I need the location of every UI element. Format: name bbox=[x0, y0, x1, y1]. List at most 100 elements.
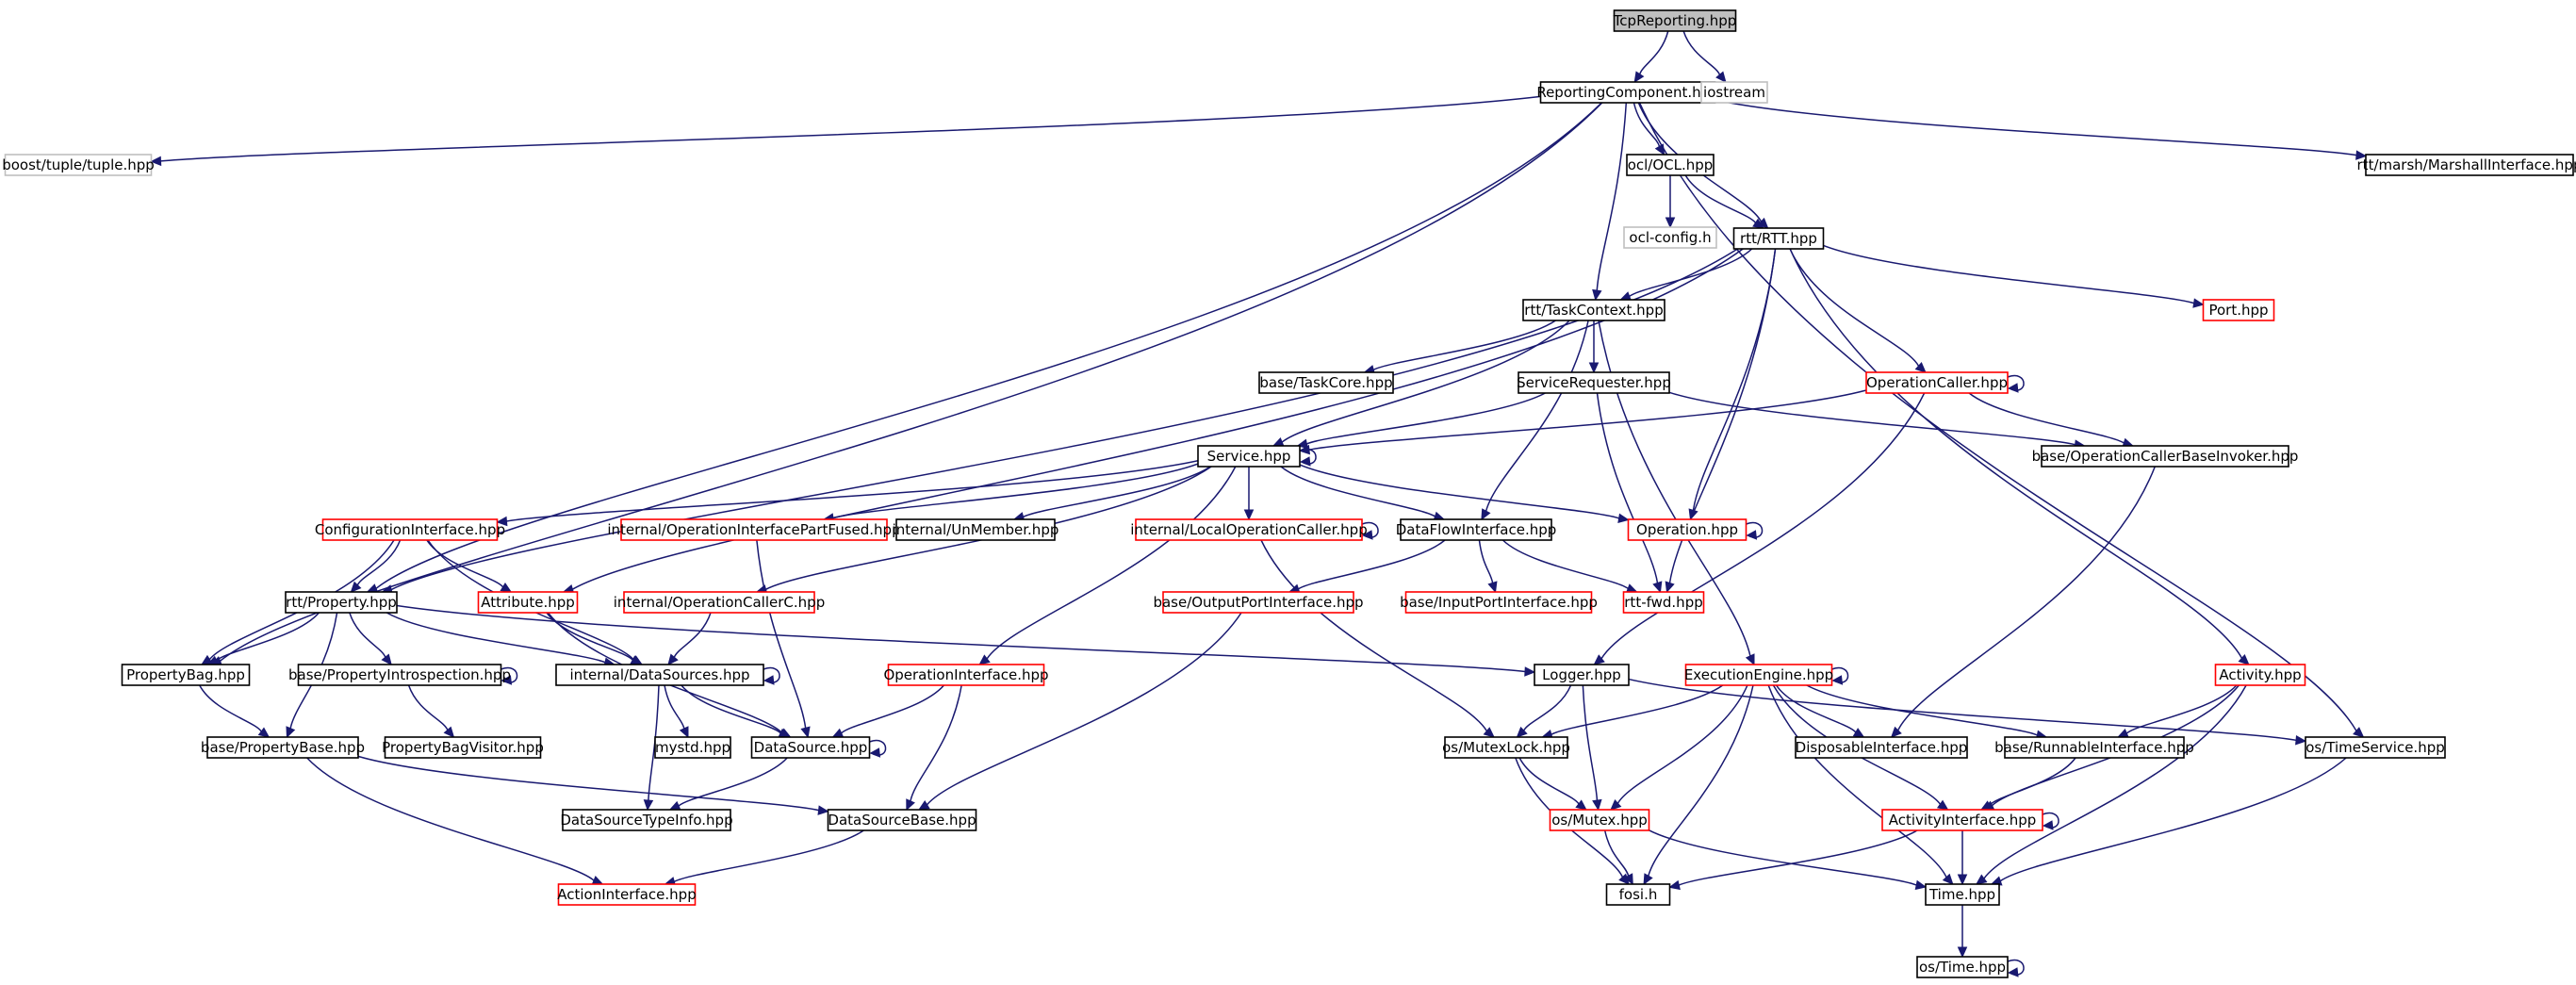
node-actioninterface[interactable]: ActionInterface.hpp bbox=[557, 883, 697, 906]
node-label: DataSourceBase.hpp bbox=[828, 812, 976, 829]
node-disposable[interactable]: DisposableInterface.hpp bbox=[1795, 736, 1968, 759]
node-box bbox=[562, 809, 731, 831]
node-opcallerc[interactable]: internal/OperationCallerC.hpp bbox=[614, 591, 825, 614]
node-box bbox=[2004, 736, 2185, 759]
node-label: DataSource.hpp bbox=[754, 739, 868, 756]
node-label: internal/OperationCallerC.hpp bbox=[614, 594, 825, 611]
node-ocbaseinvoker[interactable]: base/OperationCallerBaseInvoker.hpp bbox=[2032, 445, 2299, 468]
edge-executionengine-to-activityinterface bbox=[1772, 684, 1949, 811]
edge-reportingcomponent-to-marshall bbox=[1715, 99, 2368, 160]
node-mutex[interactable]: os/Mutex.hpp bbox=[1549, 809, 1650, 831]
node-label: DataFlowInterface.hpp bbox=[1396, 521, 1557, 538]
node-unmember[interactable]: internal/UnMember.hpp bbox=[893, 518, 1059, 541]
node-opinterface[interactable]: OperationInterface.hpp bbox=[883, 664, 1049, 686]
edge-ocl-to-oclconfig bbox=[1665, 175, 1676, 229]
node-configinterface[interactable]: ConfigurationInterface.hpp bbox=[315, 518, 505, 541]
node-box bbox=[1622, 591, 1705, 614]
node-port[interactable]: Port.hpp bbox=[2202, 299, 2275, 321]
node-taskcontext[interactable]: rtt/TaskContext.hpp bbox=[1522, 299, 1665, 321]
node-box bbox=[285, 591, 398, 614]
node-outputport[interactable]: base/OutputPortInterface.hpp bbox=[1153, 591, 1364, 614]
node-rtt[interactable]: rtt/RTT.hpp bbox=[1732, 227, 1825, 250]
node-box bbox=[297, 664, 502, 686]
edge-service-to-opinterface bbox=[978, 466, 1237, 665]
node-tcpreporting[interactable]: TcpReporting.hpp bbox=[1613, 9, 1737, 32]
node-dataflowinterface[interactable]: DataFlowInterface.hpp bbox=[1396, 518, 1557, 541]
node-box bbox=[654, 736, 731, 759]
node-rttproperty[interactable]: rtt/Property.hpp bbox=[285, 591, 398, 614]
edge-activityinterface-to-fosi bbox=[1668, 829, 1918, 891]
node-activity[interactable]: Activity.hpp bbox=[2214, 664, 2306, 686]
edge-dataflowinterface-to-rttfwd bbox=[1501, 539, 1638, 594]
node-box bbox=[1518, 371, 1670, 394]
node-fosi[interactable]: fosi.h bbox=[1605, 883, 1671, 906]
edge-rttproperty-to-propertybag bbox=[206, 612, 320, 665]
node-label: base/OperationCallerBaseInvoker.hpp bbox=[2032, 448, 2299, 465]
node-opifacepartfused[interactable]: internal/OperationInterfacePartFused.hpp bbox=[607, 518, 901, 541]
edge-service-to-operation bbox=[1299, 464, 1630, 523]
node-label: Port.hpp bbox=[2208, 302, 2268, 319]
node-boost_tuple[interactable]: boost/tuple/tuple.hpp bbox=[2, 154, 155, 176]
node-service[interactable]: Service.hpp bbox=[1197, 445, 1301, 468]
node-inputport[interactable]: base/InputPortInterface.hpp bbox=[1400, 591, 1598, 614]
node-timeservice[interactable]: os/TimeService.hpp bbox=[2305, 736, 2446, 759]
node-datasourcebase[interactable]: DataSourceBase.hpp bbox=[827, 809, 977, 831]
edge-datasourcebase-to-actioninterface bbox=[664, 829, 864, 887]
node-label: iostream bbox=[1703, 84, 1765, 101]
node-operation[interactable]: Operation.hpp bbox=[1627, 518, 1747, 541]
node-oclconfig[interactable]: ocl-config.h bbox=[1623, 226, 1717, 249]
node-box bbox=[2202, 299, 2275, 321]
edge-activityinterface-to-time bbox=[1957, 830, 1968, 886]
node-label: PropertyBagVisitor.hpp bbox=[382, 739, 544, 756]
node-label: base/RunnableInterface.hpp bbox=[1994, 739, 2194, 756]
node-dstypeinfo[interactable]: DataSourceTypeInfo.hpp bbox=[560, 809, 733, 831]
node-ostime[interactable]: os/Time.hpp bbox=[1916, 956, 2009, 978]
edge-datasources-to-dstypeinfo bbox=[643, 684, 660, 812]
node-localopcaller[interactable]: internal/LocalOperationCaller.hpp bbox=[1130, 518, 1368, 541]
edge-propertybag-to-propertybase bbox=[199, 684, 271, 738]
node-marshall[interactable]: rtt/marsh/MarshallInterface.hpp bbox=[2357, 154, 2576, 176]
node-box bbox=[827, 809, 977, 831]
edge-localopcaller-to-localopcaller bbox=[1361, 521, 1379, 540]
node-attribute[interactable]: Attribute.hpp bbox=[477, 591, 579, 614]
edge-logger-to-mutex bbox=[1582, 684, 1602, 812]
node-iostream[interactable]: iostream bbox=[1700, 81, 1768, 104]
node-propintrospection[interactable]: base/PropertyIntrospection.hpp bbox=[288, 664, 511, 686]
node-reportingcomponent[interactable]: ReportingComponent.hpp bbox=[1536, 81, 1719, 104]
node-runnable[interactable]: base/RunnableInterface.hpp bbox=[1994, 736, 2194, 759]
node-operationcaller[interactable]: OperationCaller.hpp bbox=[1865, 371, 2009, 394]
edge-configinterface-to-attribute bbox=[426, 539, 513, 593]
node-label: rtt/Property.hpp bbox=[286, 594, 397, 611]
node-box bbox=[1865, 371, 2009, 394]
node-servicerequester[interactable]: ServiceRequester.hpp bbox=[1517, 371, 1671, 394]
edge-executionengine-to-disposable bbox=[1775, 684, 1865, 738]
node-rttfwd[interactable]: rtt-fwd.hpp bbox=[1622, 591, 1705, 614]
node-label: os/Mutex.hpp bbox=[1551, 812, 1648, 829]
node-box bbox=[321, 518, 499, 541]
node-propbagvisitor[interactable]: PropertyBagVisitor.hpp bbox=[382, 736, 544, 759]
node-box bbox=[2041, 445, 2289, 468]
edge-service-to-dataflowinterface bbox=[1280, 466, 1446, 521]
edge-rtt-to-rttfwd bbox=[1665, 248, 1777, 594]
node-time[interactable]: Time.hpp bbox=[1925, 883, 2000, 906]
node-logger[interactable]: Logger.hpp bbox=[1534, 664, 1630, 686]
node-propertybase[interactable]: base/PropertyBase.hpp bbox=[201, 736, 365, 759]
node-mystd[interactable]: mystd.hpp bbox=[654, 736, 731, 759]
node-label: Time.hpp bbox=[1928, 886, 1995, 903]
node-executionengine[interactable]: ExecutionEngine.hpp bbox=[1684, 664, 1833, 686]
node-activityinterface[interactable]: ActivityInterface.hpp bbox=[1881, 809, 2043, 831]
node-box bbox=[2305, 736, 2446, 759]
edge-datasources-to-mystd bbox=[664, 684, 689, 739]
node-propertybag[interactable]: PropertyBag.hpp bbox=[121, 664, 251, 686]
node-label: boost/tuple/tuple.hpp bbox=[2, 156, 155, 173]
node-box bbox=[623, 591, 815, 614]
edge-tcpreporting-to-iostream bbox=[1682, 30, 1727, 83]
node-datasource[interactable]: DataSource.hpp bbox=[750, 736, 871, 759]
node-box bbox=[1881, 809, 2043, 831]
node-mutexlock[interactable]: os/MutexLock.hpp bbox=[1442, 736, 1570, 759]
node-taskcore[interactable]: base/TaskCore.hpp bbox=[1258, 371, 1394, 394]
node-label: base/PropertyIntrospection.hpp bbox=[288, 666, 511, 683]
node-datasources[interactable]: internal/DataSources.hpp bbox=[555, 664, 764, 686]
node-ocl[interactable]: ocl/OCL.hpp bbox=[1626, 154, 1715, 176]
edge-servicerequester-to-rttfwd bbox=[1596, 392, 1663, 594]
